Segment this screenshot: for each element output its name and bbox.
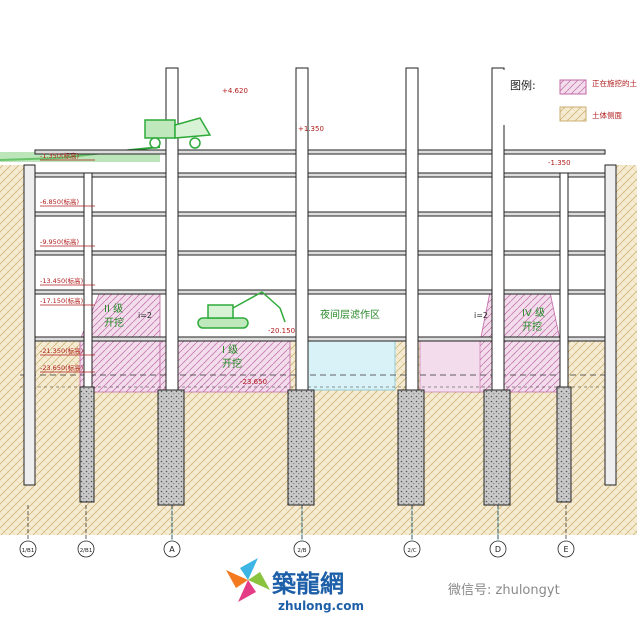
mid-level-mark: +1.350	[298, 125, 324, 133]
right-level-mark: -1.350	[548, 159, 571, 167]
level-1: -1.350(标高)	[40, 151, 79, 160]
legend	[500, 70, 632, 125]
watermark-url: zhulong.com	[278, 599, 364, 613]
axis-bubble	[163, 540, 181, 558]
right-retaining-wall	[604, 164, 617, 486]
steel-columns	[83, 67, 569, 391]
axis-bubble	[19, 540, 37, 558]
stage-1b-label: 开挖	[222, 357, 242, 370]
legend-item-excavating: 正在施挖的土方	[592, 78, 637, 88]
floor-slabs	[34, 149, 606, 342]
legend-title: 图例:	[510, 78, 536, 92]
stage-4b-label: 开挖	[522, 320, 542, 333]
zhulong-logo-icon	[226, 558, 270, 602]
axis-bubble	[293, 540, 311, 558]
top-level-mark: +4.620	[222, 87, 248, 95]
axis-label: 2/C	[407, 548, 416, 554]
ground-grass	[0, 152, 160, 162]
level-7: -23.650(标高)	[40, 363, 83, 372]
center-zone-label: 夜间层滤作区	[320, 308, 380, 321]
axis-label: D	[495, 545, 501, 554]
axis-label: 2/B1	[80, 548, 93, 554]
exc-level-mark: -20.150	[268, 327, 295, 335]
excavator-icon	[197, 291, 286, 329]
legend-swatch-soil	[559, 106, 587, 122]
axis-label: E	[563, 545, 568, 554]
axis-label: 1/B1	[22, 548, 35, 554]
bored-piles	[79, 386, 572, 506]
axis-bubble	[403, 540, 421, 558]
axis-bubble	[557, 540, 575, 558]
dump-truck-icon	[144, 117, 212, 149]
axis-label: A	[169, 545, 175, 554]
left-retaining-wall	[23, 164, 36, 486]
axis-bubble	[77, 540, 95, 558]
pit-level-mark: -23.650	[240, 378, 267, 386]
level-6: -21.350(标高)	[40, 346, 83, 355]
excavation-zone-3	[419, 336, 481, 393]
stage-2-label: II 级	[104, 303, 123, 315]
legend-item-soil: 土体侧面	[592, 110, 622, 120]
level-2: -6.850(标高)	[40, 197, 79, 206]
slope-right: i=2	[474, 311, 488, 320]
level-4: -13.450(标高)	[40, 276, 83, 285]
level-5: -17.150(标高)	[40, 296, 83, 305]
level-marks	[40, 159, 95, 373]
axis-bubble	[489, 540, 507, 558]
center-pit	[299, 339, 396, 391]
stage-2b-label: 开挖	[104, 316, 124, 329]
slope-left: i=2	[138, 311, 152, 320]
level-3: -9.950(标高)	[40, 237, 79, 246]
axis-markers: 1/B1 2/B1 A 2/B 2/C D E	[19, 505, 575, 558]
stage-4-label: IV 级	[522, 307, 545, 319]
stage-1-label: I 级	[222, 344, 238, 356]
legend-swatch-excavating	[559, 79, 587, 95]
axis-label: 2/B	[297, 548, 306, 554]
watermark-logo-text: 築龍網	[271, 570, 344, 598]
watermark-wechat: 微信号: zhulongyt	[448, 583, 560, 598]
